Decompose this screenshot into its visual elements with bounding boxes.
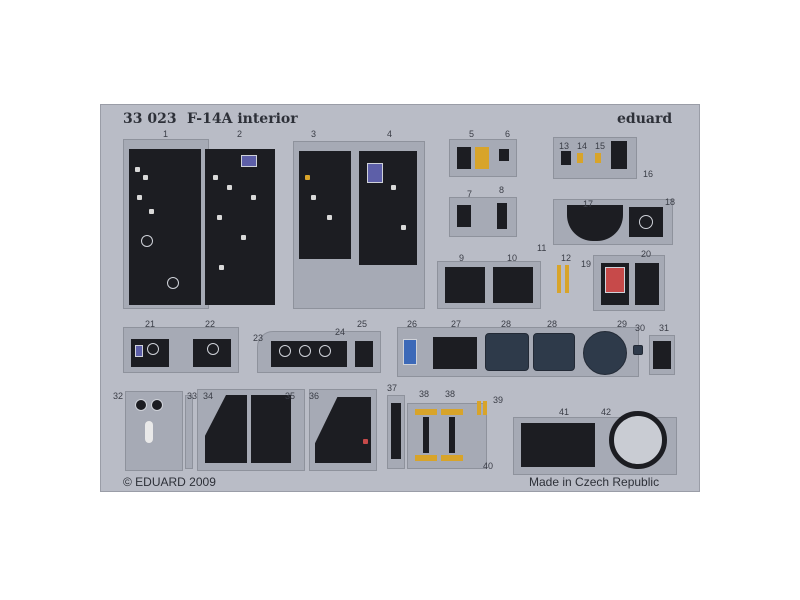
part-5-warning-panel (475, 147, 489, 169)
part-number-41: 41 (559, 407, 570, 417)
part-number-21: 21 (145, 319, 156, 329)
part-number-5: 5 (469, 129, 475, 139)
part-3-panel (299, 151, 351, 259)
part-number-16: 16 (643, 169, 654, 179)
part-number-10: 10 (507, 253, 518, 263)
part-26-display (403, 339, 417, 365)
part-number-1: 1 (163, 129, 169, 139)
part-1-panel (129, 149, 201, 305)
part-9-panel (445, 267, 485, 303)
part-number-6: 6 (505, 129, 511, 139)
origin-text: Made in Czech Republic (529, 475, 660, 489)
set-code: 33 023 (123, 111, 177, 127)
part-number-8: 8 (499, 185, 505, 195)
part-number-37: 37 (387, 383, 398, 393)
part-number-32: 32 (113, 391, 124, 401)
part-10-panel (493, 267, 533, 303)
part-number-4: 4 (387, 129, 393, 139)
part-number-35: 35 (285, 391, 296, 401)
part-number-38a: 38 (419, 389, 430, 399)
part-number-7: 7 (467, 189, 473, 199)
part-number-40: 40 (483, 461, 494, 471)
part-number-25: 25 (357, 319, 368, 329)
part-number-11: 11 (537, 243, 547, 253)
part-number-39: 39 (493, 395, 504, 405)
part-number-20: 20 (641, 249, 652, 259)
part-2-panel (205, 149, 275, 305)
part-number-36: 36 (309, 391, 320, 401)
part-19-display (605, 267, 625, 293)
part-27-panel (433, 337, 477, 369)
part-number-19: 19 (581, 259, 592, 269)
part-number-29: 29 (617, 319, 628, 329)
part-29-dial (583, 331, 627, 375)
part-28-panel-b (533, 333, 575, 371)
part-number-27: 27 (451, 319, 462, 329)
part-number-26: 26 (407, 319, 418, 329)
part-number-17: 17 (583, 199, 594, 209)
part-number-15: 15 (595, 141, 606, 151)
part-30-piece (633, 345, 643, 355)
part-number-28b: 28 (547, 319, 558, 329)
part-number-14: 14 (577, 141, 588, 151)
part-number-31: 31 (659, 323, 670, 333)
part-number-28a: 28 (501, 319, 512, 329)
part-number-22: 22 (205, 319, 216, 329)
part-number-34: 34 (203, 391, 214, 401)
photo-etch-fret: 33 023 F-14A interior eduard (100, 104, 700, 492)
part-number-42: 42 (601, 407, 612, 417)
part-number-9: 9 (459, 253, 465, 263)
set-title: F-14A interior (187, 111, 298, 127)
part-number-23: 23 (253, 333, 264, 343)
part-number-3: 3 (311, 129, 317, 139)
part-4-display (367, 163, 383, 183)
part-number-24: 24 (335, 327, 346, 337)
brand-logo: eduard (617, 111, 673, 127)
part-number-30: 30 (635, 323, 646, 333)
part-number-18: 18 (665, 197, 676, 207)
part-number-38b: 38 (445, 389, 456, 399)
part-number-33: 33 (187, 391, 198, 401)
part-2-display (241, 155, 257, 167)
part-33-strip (185, 395, 193, 469)
part-28-panel-a (485, 333, 529, 371)
part-number-2: 2 (237, 129, 243, 139)
part-42-ring (609, 411, 667, 469)
part-number-13: 13 (559, 141, 570, 151)
part-number-12: 12 (561, 253, 572, 263)
part-41-panel (521, 423, 595, 467)
copyright-text: © EDUARD 2009 (123, 475, 216, 489)
